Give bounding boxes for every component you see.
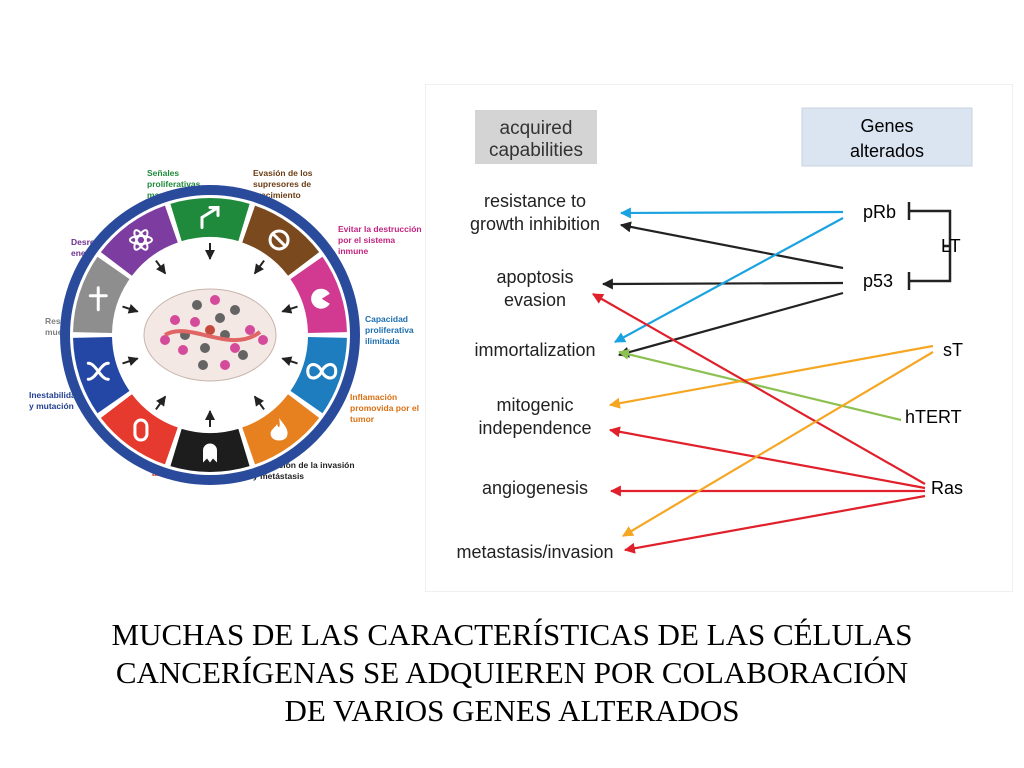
dna-icon: [86, 361, 110, 381]
gene-Ras: Ras: [931, 478, 963, 498]
link-Ras-to-mitogenic: [608, 426, 926, 490]
capability-angiogenesis: angiogenesis: [482, 478, 588, 498]
link-sT-to-mitogenic: [608, 344, 934, 409]
wheel-inward-arrow: [122, 356, 139, 367]
link-p53-to-immortalization: [617, 291, 844, 358]
vessel-icon: [133, 418, 149, 442]
header-genes-alterados: Genes alterados: [801, 107, 973, 167]
ghost-cell-icon: [203, 443, 217, 463]
wheel-segment-induccion: [100, 394, 178, 465]
link-pRb-to-resistance: [619, 207, 844, 219]
hallmarks-wheel-diagram: SeñalesproliferativasmantenidasEvasión d…: [29, 168, 422, 485]
link-hTERT-to-immortalization: [617, 348, 902, 422]
link-Ras-to-metastasis: [623, 494, 926, 554]
gene-pRb: pRb: [863, 202, 896, 222]
wheel-inward-arrow: [253, 395, 265, 411]
gene-network-diagram: acquired capabilities Genes alterados re…: [425, 84, 1013, 592]
link-pRb-to-immortalization: [614, 217, 844, 343]
network-panel-bg: [425, 84, 1013, 592]
caption: MUCHAS DE LAS CARACTERÍSTICAS DE LAS CÉL…: [20, 616, 1004, 730]
wheel-segment-senales: [170, 198, 250, 242]
header-right-line-2: alterados: [850, 141, 924, 161]
capability-immortalization: immortalization: [474, 340, 595, 360]
wheel-segment-desregulacion: [100, 205, 178, 276]
wheel-inward-arrow: [253, 259, 265, 275]
gene-sT: sT: [943, 340, 963, 360]
tumor-cell-cluster: [143, 288, 277, 382]
header-left-line-2: capabilities: [489, 140, 583, 161]
lt-label: LT: [941, 236, 961, 256]
wheel-inward-arrow: [155, 395, 167, 411]
gene-hTERT: hTERT: [905, 407, 962, 427]
pacman-cell-icon: [311, 288, 330, 309]
gene-p53: p53: [863, 271, 893, 291]
cross-icon: [88, 286, 108, 312]
link-sT-to-metastasis: [622, 351, 934, 537]
caption-line-2: CANCERÍGENAS SE ADQUIEREN POR COLABORACI…: [115, 655, 909, 690]
wheel-inward-arrow: [281, 356, 298, 367]
header-right-line-1: Genes: [860, 116, 913, 136]
caption-line-3: DE VARIOS GENES ALTERADOS: [284, 693, 740, 728]
lt-bracket: [907, 202, 952, 290]
infinity-icon: [306, 363, 338, 380]
arrow-up-right-icon: [200, 206, 220, 229]
link-Ras-to-apoptosis: [592, 293, 926, 485]
wheel-inward-arrow: [122, 303, 139, 314]
no-entry-icon: [268, 229, 290, 251]
link-p53-to-resistance: [619, 221, 844, 270]
wheel-inward-arrow: [281, 303, 298, 314]
caption-line-1: MUCHAS DE LAS CARACTERÍSTICAS DE LAS CÉL…: [111, 617, 913, 652]
capability-metastasis: metastasis/invasion: [456, 542, 613, 562]
flame-icon: [270, 418, 288, 441]
header-acquired-capabilities: acquired capabilities: [475, 110, 597, 164]
atom-icon: [128, 229, 153, 251]
header-left-line-1: acquired: [500, 118, 573, 139]
wheel-inward-arrow: [155, 259, 167, 275]
